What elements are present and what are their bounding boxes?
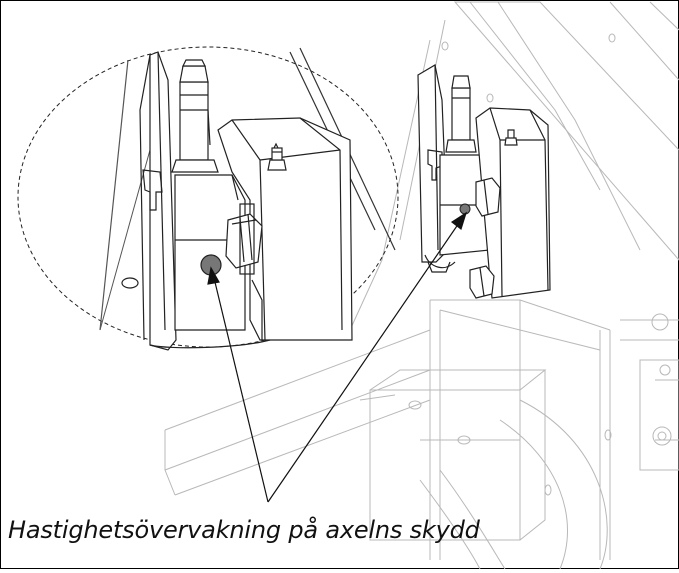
- caption-text: Hastighetsövervakning på axelns skydd: [8, 516, 480, 544]
- detail-view: [99, 47, 396, 351]
- grease-nipple-main: [504, 129, 518, 146]
- main-view: [417, 64, 551, 299]
- arrowhead-main: [450, 211, 468, 231]
- arrowhead-detail: [207, 266, 220, 285]
- hex-bolt-detail: [225, 203, 263, 275]
- leader-lines: [207, 211, 468, 503]
- grease-nipple-detail: [267, 142, 287, 171]
- background-frame: [164, 1, 679, 570]
- hex-bolt-main-top: [475, 177, 501, 217]
- speed-sensor-dot-main: [459, 203, 471, 215]
